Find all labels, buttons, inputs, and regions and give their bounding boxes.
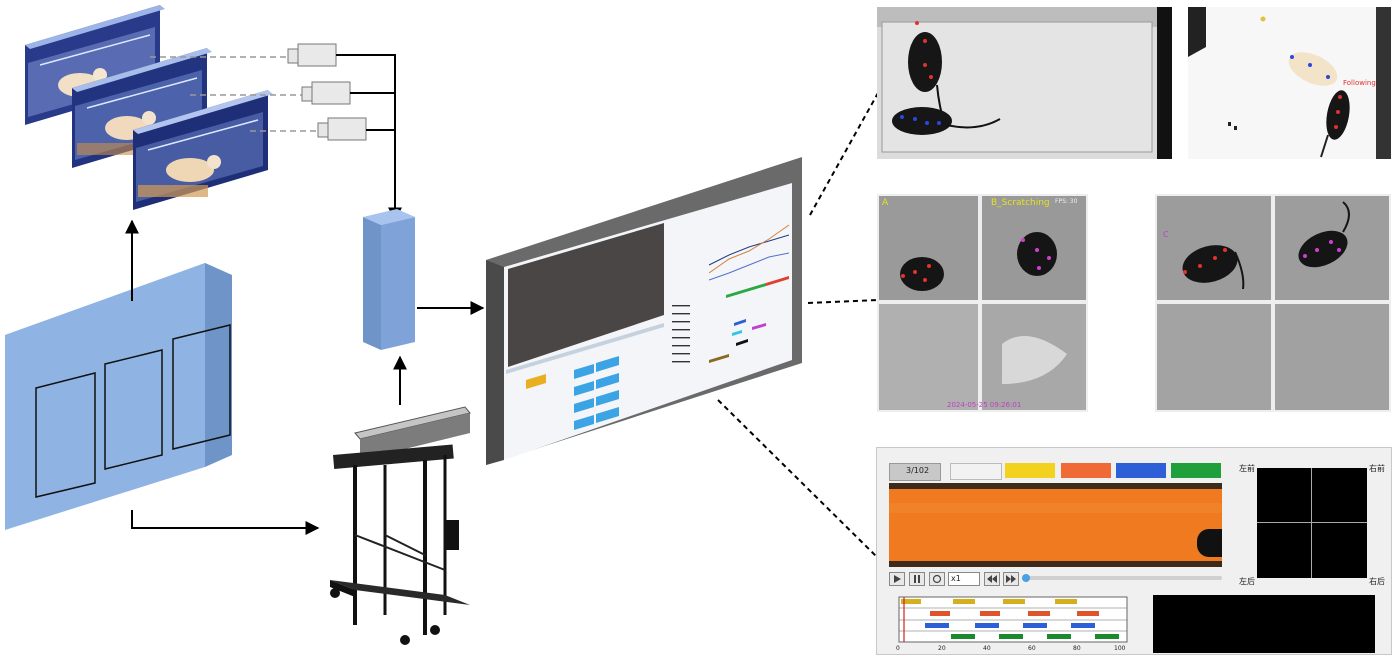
pause-icon <box>914 575 920 583</box>
timeline-slider[interactable] <box>1022 574 1222 582</box>
tracking-photo-top-view: Following <box>1188 7 1391 159</box>
behavior-grid-panel-1: A B_Scratching FPS: 30 2024-05-25 09:26:… <box>877 194 1088 412</box>
tower-arrows <box>385 285 495 415</box>
axis-tick-40: 40 <box>983 645 991 652</box>
behavior-grid-panel-2: C <box>1155 194 1391 412</box>
gait-panel: 3/102 x1 左前 右前 左后 右后 <box>876 447 1392 655</box>
frame-counter-text: 3/102 <box>906 466 930 475</box>
speed-value: x1 <box>951 574 961 583</box>
rewind-button[interactable] <box>984 572 1000 586</box>
axis-tick-20: 20 <box>938 645 946 652</box>
secondary-video-view <box>1153 595 1375 653</box>
axis-tick-60: 60 <box>1028 645 1036 652</box>
paw-quadrant-view <box>1257 468 1367 578</box>
speed-select[interactable]: x1 <box>948 572 980 586</box>
legend-swatch-1[interactable] <box>950 463 1002 480</box>
grid-label-a: A <box>882 198 889 208</box>
quadrant-label-hind-left: 左后 <box>1239 577 1255 586</box>
monitor-connectors <box>700 90 890 570</box>
data-tower <box>355 205 435 355</box>
quadrant-label-front-right: 右前 <box>1369 464 1385 473</box>
reload-icon <box>932 574 942 584</box>
cage-photo-stack <box>20 5 280 215</box>
software-monitor <box>484 155 814 470</box>
camera-connections <box>150 35 440 235</box>
following-annotation: Following <box>1343 79 1376 87</box>
control-box-arrows <box>120 215 340 535</box>
quadrant-label-front-left: 左前 <box>1239 464 1255 473</box>
axis-tick-100: 100 <box>1114 645 1126 652</box>
axis-tick-80: 80 <box>1073 645 1081 652</box>
control-box <box>0 255 245 535</box>
grid-timestamp: 2024-05-25 09:26:01 <box>947 401 1022 409</box>
cage-photo-3 <box>133 90 273 210</box>
pause-button[interactable] <box>909 572 925 586</box>
reload-button[interactable] <box>929 572 945 586</box>
fast-forward-icon <box>1006 575 1016 583</box>
legend-swatch-3[interactable] <box>1061 463 1111 478</box>
rewind-icon <box>987 575 997 583</box>
fast-forward-button[interactable] <box>1003 572 1019 586</box>
grid-label-c: C <box>1163 230 1169 239</box>
legend-swatch-4[interactable] <box>1116 463 1166 478</box>
slider-handle[interactable] <box>1022 574 1030 582</box>
legend-swatch-2[interactable] <box>1005 463 1055 478</box>
grid-label-fps: FPS: 30 <box>1055 198 1078 205</box>
legend-swatch-5[interactable] <box>1171 463 1221 478</box>
camera-icon-3 <box>317 117 367 141</box>
frame-counter: 3/102 <box>889 463 941 481</box>
grid-label-b: B_Scratching <box>991 198 1050 208</box>
camera-icon-1 <box>287 43 337 67</box>
gait-track-video <box>889 483 1222 567</box>
camera-icon-2 <box>301 81 351 105</box>
quadrant-label-hind-right: 右后 <box>1369 577 1385 586</box>
gait-footfall-chart <box>895 595 1130 655</box>
tracking-photo-tank <box>877 7 1172 159</box>
gait-apparatus-rack <box>325 405 475 650</box>
play-button[interactable] <box>889 572 905 586</box>
axis-tick-0: 0 <box>896 645 900 652</box>
play-icon <box>894 575 901 583</box>
